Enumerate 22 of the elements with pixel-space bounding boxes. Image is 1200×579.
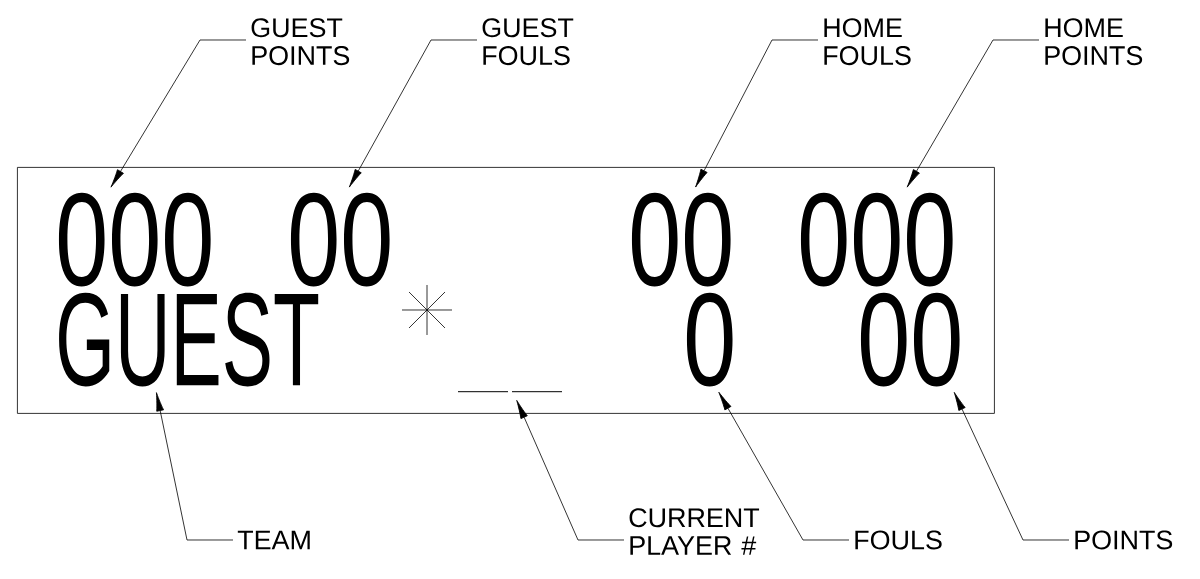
callout-label: GUEST POINTS [251, 18, 350, 66]
leader-line [906, 39, 1040, 188]
callout-label: POINTS [1075, 530, 1173, 550]
callout-label: FOULS [855, 530, 942, 550]
display-digits: 00 [290, 192, 390, 287]
leader-line [516, 400, 625, 541]
callout-label: CURRENT PLAYER # [629, 508, 760, 555]
display-text: GUEST [59, 292, 319, 387]
display-digits: 0 [686, 292, 733, 387]
scoreboard-panel [17, 167, 995, 414]
callout-label: TEAM [237, 530, 310, 550]
leader-line [718, 391, 850, 541]
leader-line [695, 39, 819, 188]
callout-label: HOME POINTS [1045, 18, 1143, 66]
display-digits: 000 [58, 192, 211, 287]
leader-line [110, 39, 247, 188]
display-digits: 00 [860, 292, 960, 387]
display-digits: 000 [800, 192, 953, 287]
callout-label: HOME FOULS [824, 18, 911, 66]
display-digits: 00 [631, 192, 731, 287]
leader-line [348, 39, 478, 188]
callout-label: GUEST FOULS [482, 18, 574, 66]
